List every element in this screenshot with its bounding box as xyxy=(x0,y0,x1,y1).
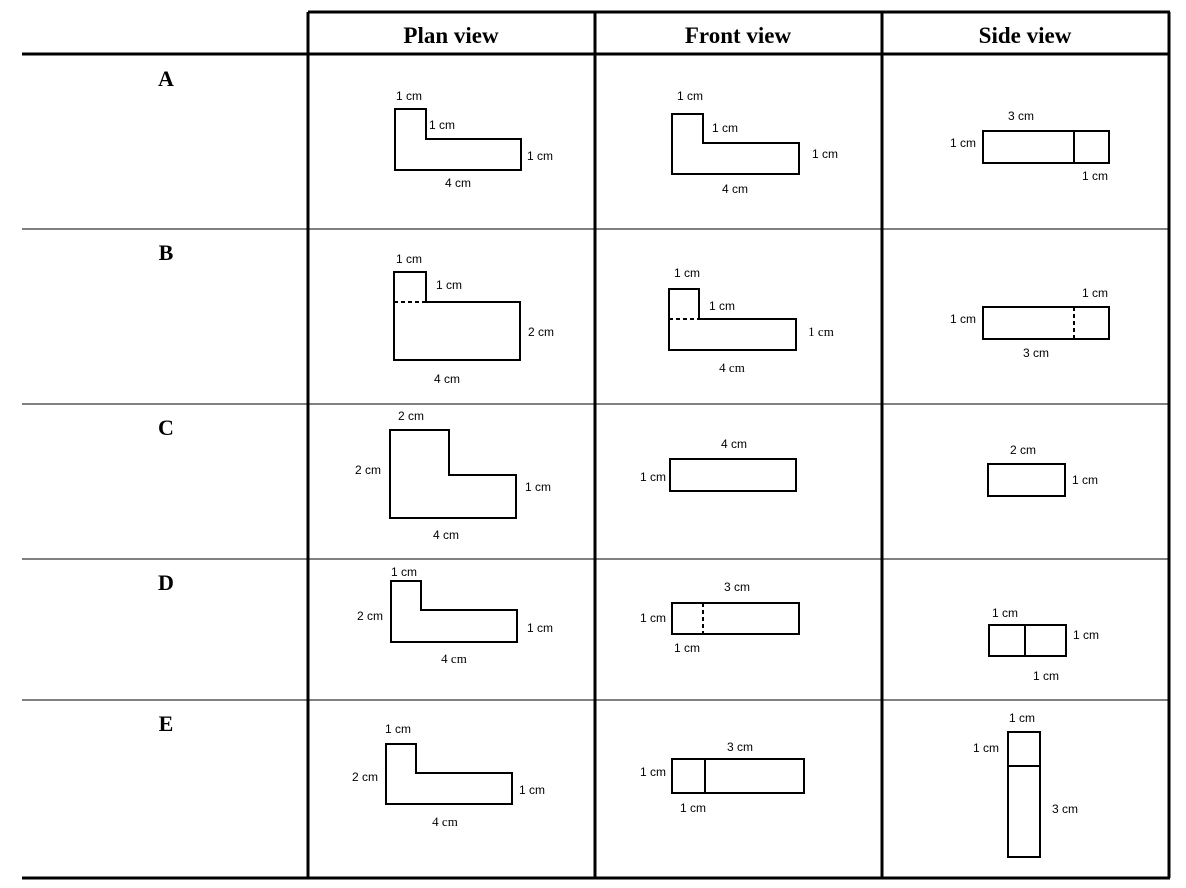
dim-label: 1 cm xyxy=(712,121,738,135)
dim-label: 1 cm xyxy=(640,611,666,625)
dim-label: 1 cm xyxy=(391,565,417,579)
dim-label: 1 cm xyxy=(808,324,834,339)
dim-label: 4 cm xyxy=(719,360,745,375)
plan-shape xyxy=(394,108,522,171)
dim-label: 2 cm xyxy=(398,409,424,423)
front-shape xyxy=(671,758,805,794)
side-shape xyxy=(982,130,1110,164)
side-shape xyxy=(982,306,1110,340)
dim-label: 1 cm xyxy=(1082,169,1108,183)
side-shape xyxy=(988,624,1067,657)
dim-label: 1 cm xyxy=(709,299,735,313)
row-e-side-view: 1 cm 1 cm 3 cm xyxy=(973,711,1078,858)
row-e-front-view: 3 cm 1 cm 1 cm xyxy=(640,740,805,815)
row-d-front-view: 3 cm 1 cm 1 cm xyxy=(640,580,800,655)
dim-label: 1 cm xyxy=(527,621,553,635)
row-a-front-view: 1 cm 1 cm 1 cm 4 cm xyxy=(671,89,838,196)
dim-label: 1 cm xyxy=(525,480,551,494)
dim-label: 1 cm xyxy=(674,266,700,280)
dim-label: 4 cm xyxy=(722,182,748,196)
dim-label: 1 cm xyxy=(1072,473,1098,487)
dim-label: 1 cm xyxy=(973,741,999,755)
row-a-side-view: 3 cm 1 cm 1 cm xyxy=(950,109,1110,183)
dim-label: 1 cm xyxy=(519,783,545,797)
dim-label: 1 cm xyxy=(1009,711,1035,725)
dim-label: 1 cm xyxy=(640,765,666,779)
dim-label: 1 cm xyxy=(677,89,703,103)
dim-label: 1 cm xyxy=(396,252,422,266)
plan-shape xyxy=(390,580,518,643)
plan-shape xyxy=(393,271,521,361)
dim-label: 1 cm xyxy=(1033,669,1059,683)
dim-label: 2 cm xyxy=(352,770,378,784)
dim-label: 3 cm xyxy=(727,740,753,754)
dim-label: 1 cm xyxy=(992,606,1018,620)
dim-label: 1 cm xyxy=(674,641,700,655)
dim-label: 4 cm xyxy=(432,814,458,829)
row-c-plan-view: 2 cm 2 cm 1 cm 4 cm xyxy=(355,409,551,542)
row-b-front-view: 1 cm 1 cm 1 cm 4 cm xyxy=(668,266,834,375)
row-label-b: B xyxy=(159,240,174,265)
row-b-plan-view: 1 cm 1 cm 2 cm 4 cm xyxy=(393,252,554,386)
dim-label: 1 cm xyxy=(436,278,462,292)
dim-label: 2 cm xyxy=(355,463,381,477)
front-shape xyxy=(668,288,797,351)
plan-shape xyxy=(385,743,513,805)
dim-label: 4 cm xyxy=(445,176,471,190)
dim-label: 3 cm xyxy=(1023,346,1049,360)
header-side-view: Side view xyxy=(979,23,1072,48)
plan-shape xyxy=(389,429,517,519)
dim-label: 2 cm xyxy=(1010,443,1036,457)
dim-label: 1 cm xyxy=(680,801,706,815)
dim-label: 1 cm xyxy=(385,722,411,736)
dim-label: 1 cm xyxy=(812,147,838,161)
dim-label: 4 cm xyxy=(434,372,460,386)
table-grid xyxy=(22,10,1171,880)
row-c-side-view: 2 cm 1 cm xyxy=(987,443,1098,497)
row-label-a: A xyxy=(158,66,174,91)
dim-label: 3 cm xyxy=(1008,109,1034,123)
row-b-side-view: 1 cm 1 cm 3 cm xyxy=(950,286,1110,360)
dim-label: 4 cm xyxy=(721,437,747,451)
side-shape xyxy=(987,463,1066,497)
header-plan-view: Plan view xyxy=(403,23,499,48)
dim-label: 1 cm xyxy=(429,118,455,132)
dim-label: 1 cm xyxy=(1073,628,1099,642)
dim-label: 1 cm xyxy=(527,149,553,163)
dim-label: 4 cm xyxy=(433,528,459,542)
dim-label: 3 cm xyxy=(724,580,750,594)
dim-label: 1 cm xyxy=(950,136,976,150)
row-label-d: D xyxy=(158,570,174,595)
front-shape xyxy=(669,458,797,492)
dim-label: 2 cm xyxy=(528,325,554,339)
row-label-c: C xyxy=(158,415,174,440)
dim-label: 1 cm xyxy=(1082,286,1108,300)
front-shape xyxy=(671,602,800,635)
dim-label: 3 cm xyxy=(1052,802,1078,816)
row-d-side-view: 1 cm 1 cm 1 cm xyxy=(988,606,1099,683)
row-a-plan-view: 1 cm 1 cm 1 cm 4 cm xyxy=(394,89,553,190)
row-d-plan-view: 1 cm 2 cm 1 cm 4 cm xyxy=(357,565,553,666)
dim-label: 2 cm xyxy=(357,609,383,623)
row-label-e: E xyxy=(159,711,174,736)
dim-label: 4 cm xyxy=(441,651,467,666)
dim-label: 1 cm xyxy=(640,470,666,484)
row-c-front-view: 4 cm 1 cm xyxy=(640,437,797,492)
header-front-view: Front view xyxy=(685,23,792,48)
front-shape xyxy=(671,113,800,175)
row-e-plan-view: 1 cm 2 cm 1 cm 4 cm xyxy=(352,722,545,829)
dim-label: 1 cm xyxy=(396,89,422,103)
side-shape xyxy=(1007,731,1041,858)
dim-label: 1 cm xyxy=(950,312,976,326)
